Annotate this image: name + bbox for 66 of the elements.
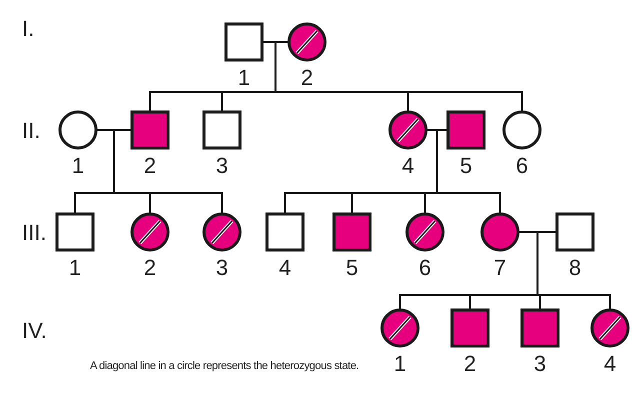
pedigree-line: [262, 41, 276, 43]
pedigree-line: [149, 192, 223, 194]
pedigree-line: [284, 192, 286, 214]
individual-number: 4: [402, 154, 414, 178]
pedigree-line: [221, 91, 223, 112]
pedigree-line: [436, 129, 448, 131]
individual-number: 2: [144, 256, 156, 280]
individual-number: 5: [346, 256, 358, 280]
pedigree-line: [113, 192, 151, 194]
pedigree-line: [436, 129, 438, 194]
pedigree-line: [521, 91, 523, 112]
pedigree-line: [113, 129, 132, 131]
pedigree-line: [74, 192, 76, 214]
pedigree-line: [221, 91, 276, 93]
pedigree-line: [469, 294, 471, 310]
pedigree-line: [518, 231, 538, 233]
pedigree-line: [113, 129, 115, 194]
individual-number: 3: [216, 256, 228, 280]
pedigree-line: [426, 129, 438, 131]
pedigree-line: [499, 192, 501, 214]
pedigree-line: [221, 192, 223, 214]
pedigree-line: [424, 192, 438, 194]
individual-number: 8: [568, 256, 582, 280]
pedigree-line: [424, 192, 426, 214]
individual-number: 2: [300, 66, 314, 90]
pedigree-line: [399, 294, 401, 310]
pedigree-line: [149, 91, 151, 112]
individual-number: 2: [464, 352, 476, 376]
generation-label: IV.: [22, 318, 47, 344]
pedigree-line: [284, 192, 353, 194]
pedigree-line: [274, 41, 289, 43]
pedigree-line: [274, 41, 276, 93]
pedigree-line: [469, 294, 538, 296]
individual-number: 4: [604, 352, 616, 376]
note: A diagonal line in a circle represents the heterozygous state.: [90, 360, 359, 372]
pedigree-line: [536, 231, 557, 233]
pedigree-line: [274, 91, 409, 93]
individual-number: 6: [418, 256, 432, 280]
pedigree-line: [74, 192, 115, 194]
individual-number: 3: [216, 154, 228, 178]
individual-number: 1: [72, 154, 84, 178]
pedigree-line: [399, 294, 471, 296]
individual-number: 5: [460, 154, 472, 178]
generation-label: II.: [22, 118, 40, 144]
pedigree-line: [436, 192, 501, 194]
pedigree-line: [539, 294, 541, 310]
individual-number: 2: [144, 154, 156, 178]
pedigree-line: [609, 294, 611, 310]
pedigree-line: [149, 192, 151, 214]
individual-number: 4: [278, 256, 292, 280]
pedigree-line: [351, 192, 426, 194]
individual-number: 3: [534, 352, 546, 376]
individual-number: 6: [516, 154, 528, 178]
individual-number: 7: [494, 256, 506, 280]
individual-number: 1: [238, 66, 250, 90]
pedigree-line: [351, 192, 353, 214]
pedigree-line: [407, 91, 523, 93]
pedigree-line: [96, 129, 115, 131]
individual-number: 1: [68, 256, 82, 280]
generation-label: I.: [22, 16, 34, 42]
pedigree-line: [539, 294, 611, 296]
generation-label: III.: [22, 220, 46, 246]
pedigree-line: [149, 91, 223, 93]
pedigree-line: [536, 231, 538, 296]
individual-number: 1: [394, 352, 406, 376]
pedigree-line: [407, 91, 409, 112]
